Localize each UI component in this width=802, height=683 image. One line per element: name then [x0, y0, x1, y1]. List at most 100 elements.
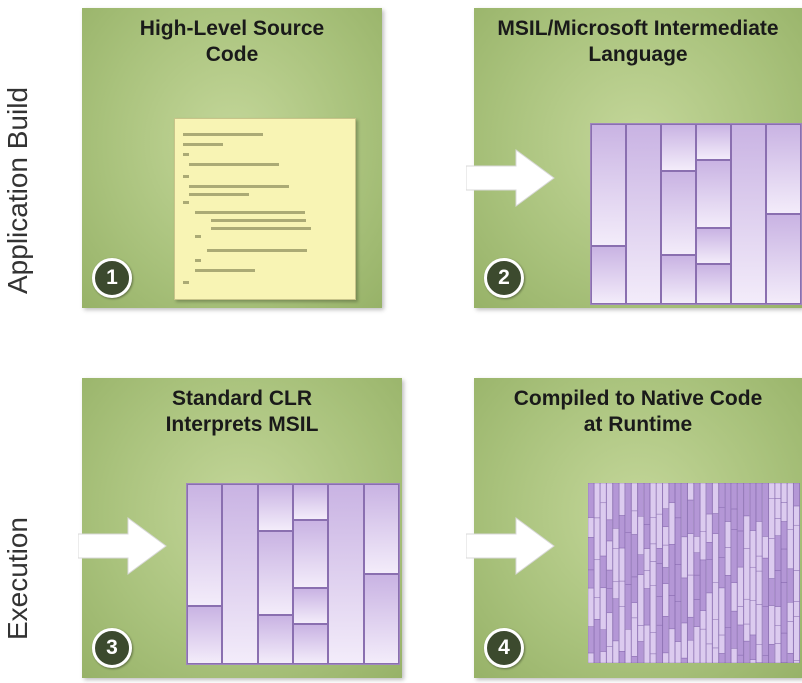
native-code-stripe	[718, 634, 725, 654]
native-code-stripe	[631, 602, 638, 619]
native-code-stripe	[675, 517, 682, 565]
native-code-stripe	[687, 533, 694, 576]
native-code-stripe	[793, 483, 800, 507]
native-code-stripe	[631, 617, 638, 657]
native-code-stripe	[793, 616, 800, 661]
native-code-stripe	[637, 641, 644, 663]
native-code-stripe	[724, 521, 732, 548]
native-code-stripe	[718, 506, 725, 558]
native-code-stripe	[743, 623, 750, 642]
native-code-stripe	[631, 483, 638, 512]
native-code-stripe	[706, 643, 713, 663]
native-code-stripe	[687, 574, 694, 618]
msil-block-grid	[186, 483, 400, 665]
native-code-stripe	[643, 524, 650, 549]
native-code-stripe	[737, 483, 744, 532]
msil-block-grid	[590, 123, 802, 305]
native-code-stripe	[637, 516, 644, 555]
native-code-stripe	[693, 626, 700, 663]
native-code-stripe	[793, 524, 800, 571]
native-code-stripe	[606, 588, 613, 614]
native-code-stripe	[737, 624, 744, 656]
native-code-stripe	[693, 552, 700, 576]
native-code-stripe	[588, 652, 594, 663]
native-code-stripe	[787, 621, 794, 654]
code-line	[195, 259, 201, 262]
native-code-stripe	[681, 536, 688, 579]
native-code-stripe	[668, 544, 675, 596]
right-arrow-icon	[466, 149, 555, 207]
code-line	[195, 211, 305, 214]
native-code-stripe	[675, 564, 682, 602]
native-code-stripe	[625, 483, 632, 533]
code-block	[257, 530, 293, 616]
native-code-stripe	[756, 644, 763, 663]
code-line	[195, 235, 201, 238]
code-line	[189, 185, 289, 188]
native-code-stripe	[762, 557, 769, 607]
code-block	[591, 124, 626, 247]
native-code-stripe	[712, 533, 719, 583]
native-code-stripe	[656, 548, 663, 564]
right-arrow-icon	[466, 517, 555, 575]
code-line	[183, 175, 189, 178]
native-code-stripe	[768, 538, 775, 579]
native-code-stripe	[687, 639, 694, 663]
native-code-stripe	[637, 554, 644, 575]
native-code-stripe	[743, 515, 750, 549]
native-code-stripe	[762, 655, 769, 663]
native-code-stripe	[731, 508, 738, 530]
code-block	[187, 606, 223, 664]
native-code-stripe	[662, 567, 669, 584]
native-code-stripe	[756, 570, 763, 605]
native-code-stripe	[768, 605, 775, 645]
native-code-stripe	[687, 616, 694, 641]
native-code-stripe	[718, 587, 725, 636]
native-code-stripe	[612, 598, 619, 642]
native-code-stripe	[787, 529, 794, 570]
code-line	[189, 193, 249, 196]
native-code-stripe	[743, 598, 750, 625]
native-code-stripe	[681, 577, 688, 624]
code-line	[195, 269, 255, 272]
native-code-stripe	[612, 483, 619, 529]
native-code-stripe	[700, 628, 707, 663]
native-code-stripe	[588, 517, 594, 538]
native-code-stripe	[774, 535, 781, 571]
native-code-stripe	[700, 483, 707, 532]
native-code-stripe	[625, 532, 632, 585]
code-block	[626, 124, 661, 304]
native-code-stripe	[793, 601, 800, 617]
native-code-stripe	[781, 521, 788, 550]
code-block	[257, 484, 293, 531]
native-code-stripe	[618, 483, 626, 516]
native-code-stripe	[724, 627, 732, 663]
native-code-stripe	[650, 653, 657, 663]
native-code-stripe	[631, 510, 638, 535]
native-code-stripe	[749, 483, 756, 531]
native-code-stripe	[631, 576, 638, 603]
code-block	[661, 255, 696, 304]
native-code-stripe	[662, 652, 669, 663]
native-code-stripe	[656, 624, 663, 663]
code-line	[207, 249, 307, 252]
native-code-stripe	[588, 483, 594, 518]
native-code-stripe	[706, 542, 713, 560]
code-line	[183, 281, 189, 284]
native-code-stripe	[594, 597, 601, 620]
code-block	[187, 484, 223, 607]
panel-source-code: High-Level Source Code 1	[82, 8, 382, 308]
native-code-stripe	[756, 483, 763, 522]
native-code-stripe	[731, 610, 738, 649]
native-code-stripe	[787, 483, 794, 530]
native-code-stripe	[737, 654, 744, 663]
native-code-stripe	[643, 548, 650, 571]
code-block	[766, 124, 801, 214]
native-code-stripe	[718, 557, 725, 589]
native-code-stripe	[612, 528, 619, 549]
native-code-stripe	[743, 548, 750, 600]
native-code-stripe	[600, 629, 607, 652]
number-badge-icon: 4	[484, 628, 524, 668]
native-code-stripe	[787, 602, 794, 622]
code-block	[328, 484, 364, 664]
